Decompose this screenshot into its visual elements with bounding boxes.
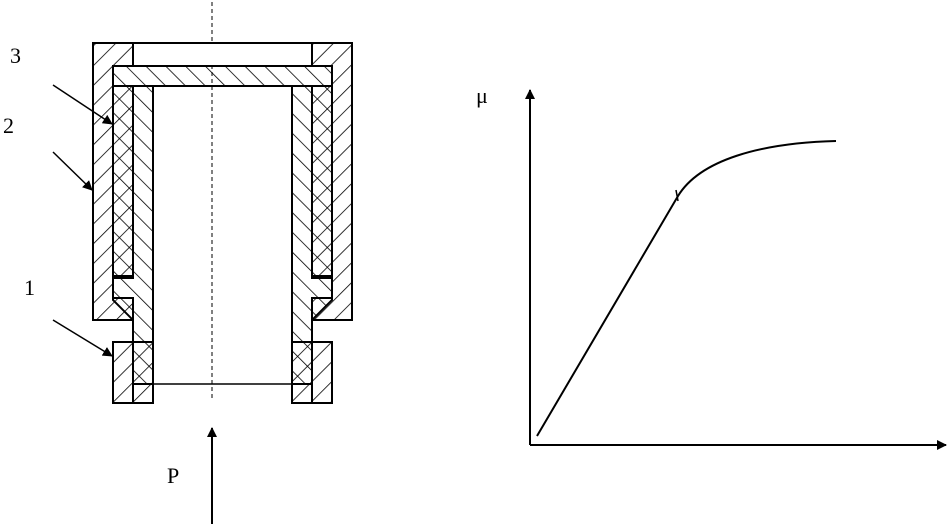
leader-arrow-2 <box>52 151 93 191</box>
top-cap-plate <box>112 65 333 87</box>
label-part-1: 1 <box>24 275 35 300</box>
curve-knee-mark <box>675 189 679 202</box>
label-part-2: 2 <box>3 113 14 138</box>
assembly-cross-section: 3 2 1 P <box>3 2 353 524</box>
sleeve-left-wall <box>112 85 154 385</box>
liner-right-cross <box>312 86 332 276</box>
label-force-p: P <box>167 463 179 488</box>
mu-graph: μ <box>476 83 947 450</box>
y-axis-label: μ <box>476 83 488 108</box>
label-part-3: 3 <box>10 43 21 68</box>
mu-curve <box>536 140 837 437</box>
housing-top-frame <box>132 42 313 67</box>
leader-arrow-3 <box>52 84 113 125</box>
liner-left-cross <box>113 86 133 276</box>
leader-arrow-1 <box>52 319 113 357</box>
